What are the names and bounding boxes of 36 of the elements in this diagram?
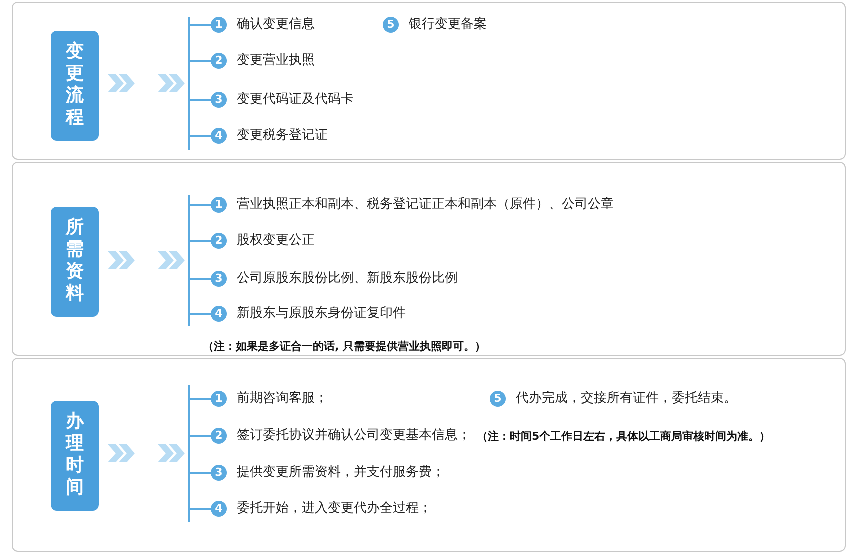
item-text: 公司原股东股份比例、新股东股份比例 — [237, 270, 458, 288]
section-panel — [12, 2, 846, 160]
number-badge: 2 — [211, 53, 227, 69]
section-panel — [12, 358, 846, 552]
number-badge: 3 — [211, 465, 227, 481]
item-text: 委托开始，进入变更代办全过程； — [237, 500, 432, 518]
item-text: 变更营业执照 — [237, 52, 315, 70]
item-text: 签订委托协议并确认公司变更基本信息； — [237, 427, 471, 445]
section-heading: 所需资料 — [51, 207, 99, 317]
number-badge: 5 — [490, 391, 506, 407]
section-heading: 办理时间 — [51, 401, 99, 511]
number-badge: 1 — [211, 197, 227, 213]
item-text: 新股东与原股东身份证复印件 — [237, 305, 406, 323]
item-text: 股权变更公正 — [237, 232, 315, 250]
item-text: 前期咨询客服； — [237, 390, 328, 408]
number-badge: 2 — [211, 233, 227, 249]
section-heading: 变更流程 — [51, 31, 99, 141]
number-badge: 1 — [211, 17, 227, 33]
number-badge: 5 — [383, 17, 399, 33]
item-text: 提供变更所需资料，并支付服务费； — [237, 464, 445, 482]
note-text: （注：如果是多证合一的话, 只需要提供营业执照即可。） — [203, 339, 486, 354]
number-badge: 2 — [211, 428, 227, 444]
item-text: 变更代码证及代码卡 — [237, 91, 354, 109]
item-text: 变更税务登记证 — [237, 127, 328, 145]
item-text: 代办完成，交接所有证件，委托结束。 — [516, 390, 737, 408]
item-text: 确认变更信息 — [237, 16, 315, 34]
number-badge: 3 — [211, 271, 227, 287]
note-text: （注：时间5个工作日左右，具体以工商局审核时间为准。） — [477, 428, 771, 444]
number-badge: 1 — [211, 391, 227, 407]
number-badge: 3 — [211, 92, 227, 108]
number-badge: 4 — [211, 501, 227, 517]
item-text: 银行变更备案 — [409, 16, 487, 34]
number-badge: 4 — [211, 306, 227, 322]
item-text: 营业执照正本和副本、税务登记证正本和副本（原件）、公司公章 — [237, 196, 614, 214]
section-panel — [12, 162, 846, 356]
number-badge: 4 — [211, 128, 227, 144]
